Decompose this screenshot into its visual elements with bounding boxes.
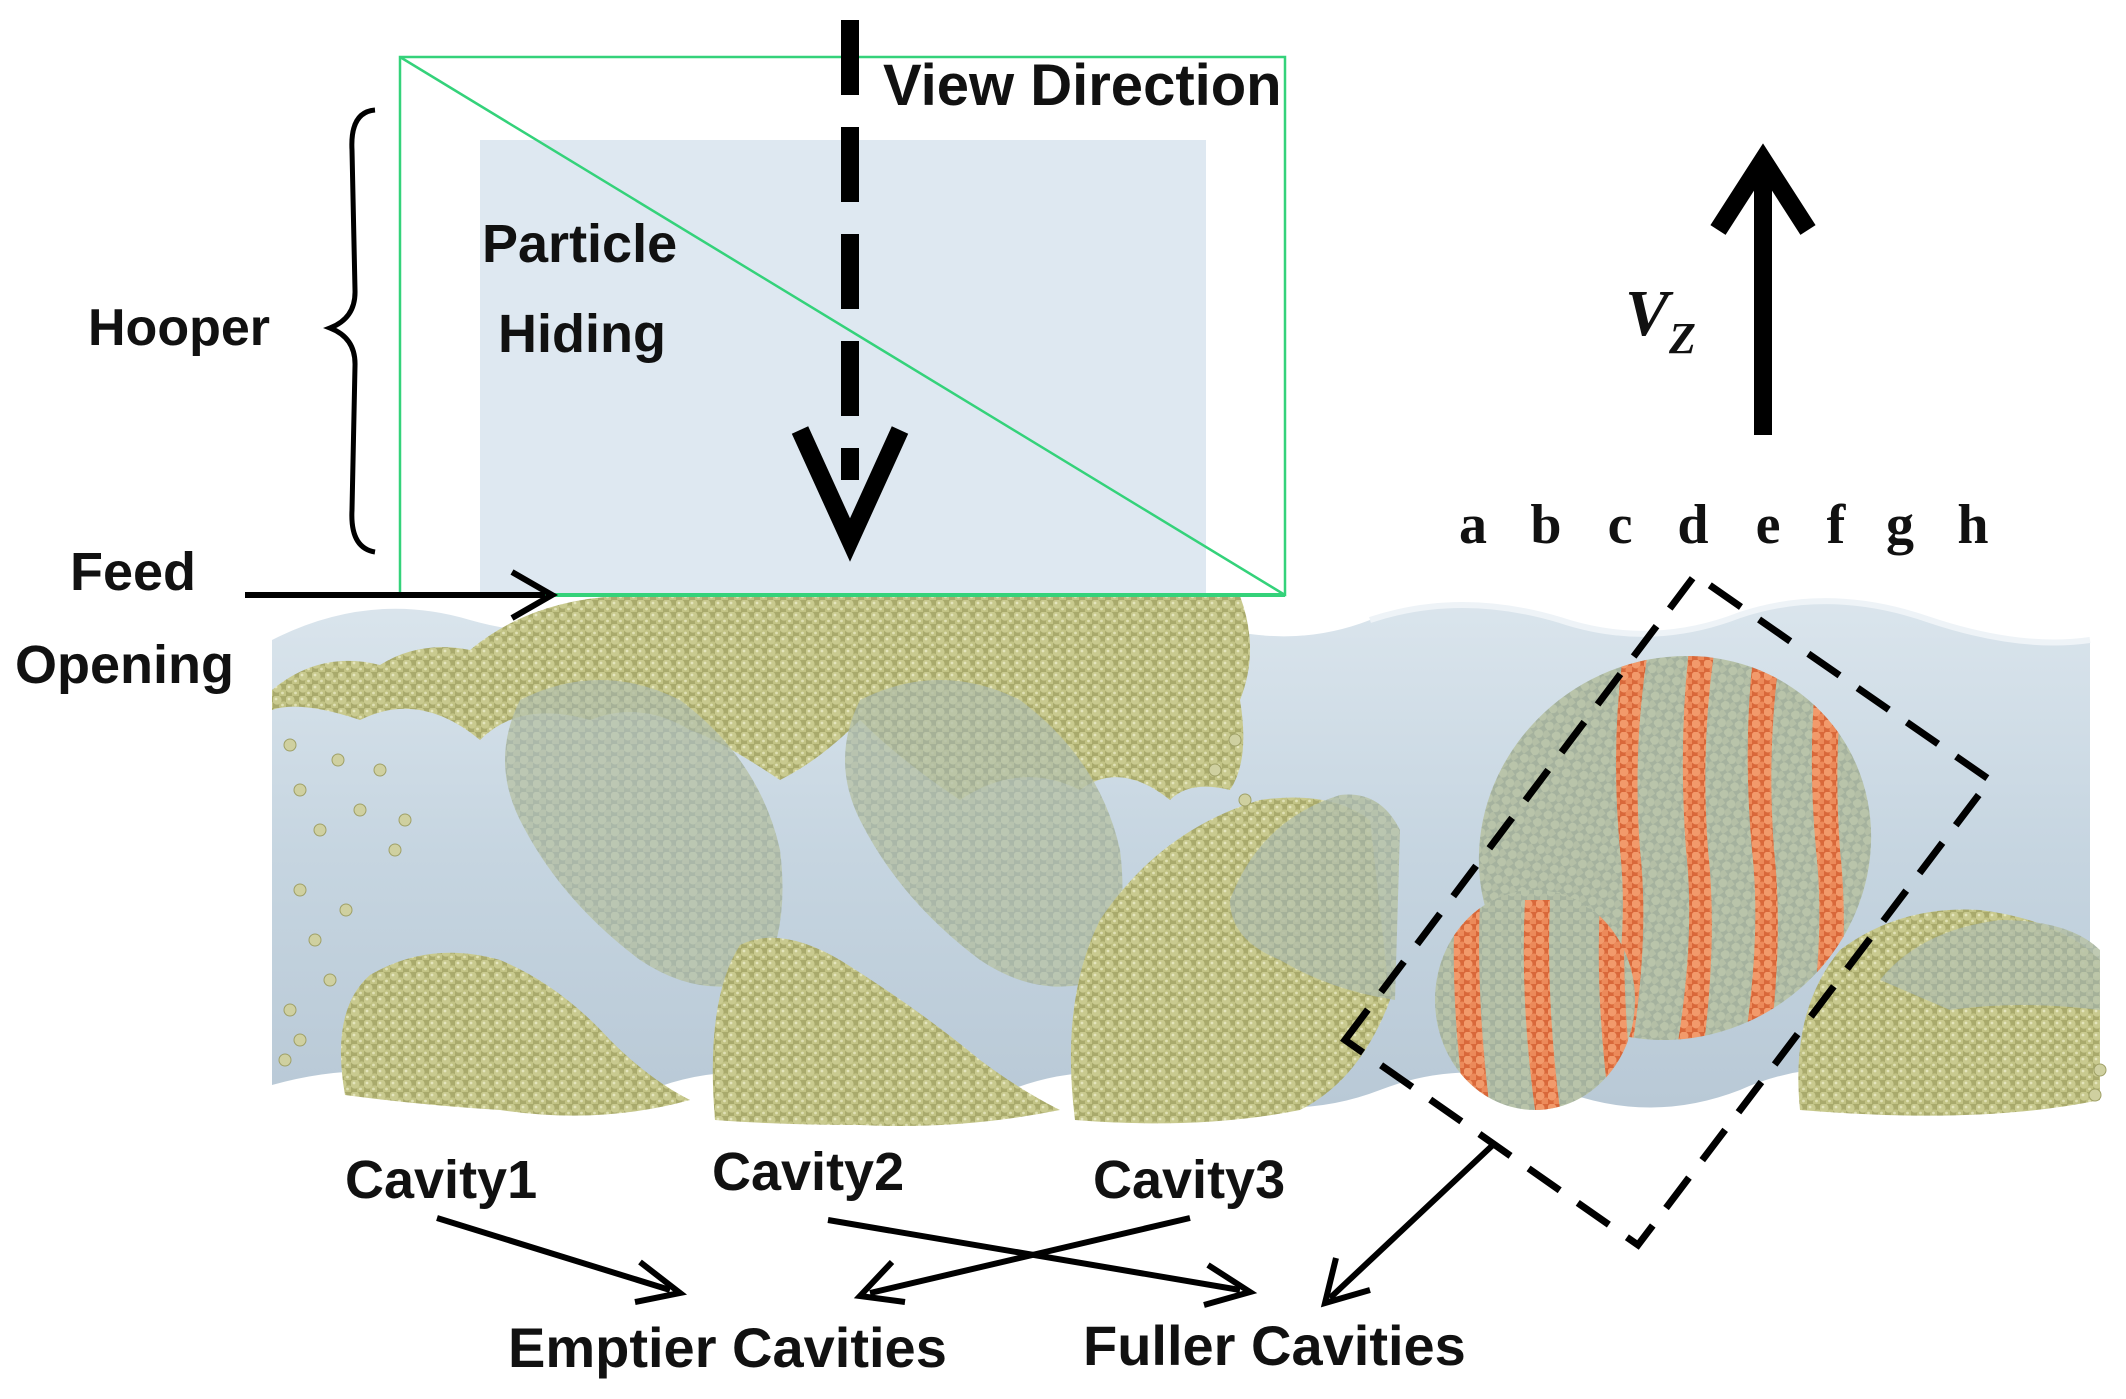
- particle-hiding-label-line2: Hiding: [498, 304, 666, 364]
- cavity1-bottom-particles: [340, 952, 690, 1116]
- slice-label-h: h: [1957, 494, 1988, 556]
- cavity2-rising-particles: [845, 680, 1123, 987]
- cavity1-rising-particles: [505, 680, 783, 987]
- right-edge-upper-particles: [1880, 920, 2100, 1010]
- cavity2-label: Cavity2: [712, 1142, 904, 1202]
- cavity-connector-arrows: [436, 1140, 1498, 1308]
- fuller-cavities-label: Fuller Cavities: [1083, 1314, 1466, 1377]
- cavity1-label: Cavity1: [345, 1150, 537, 1210]
- slice-label-a: a: [1459, 494, 1487, 556]
- loose-particles: [278, 733, 2107, 1102]
- cavity3-to-emptier-arrow: [869, 1215, 1191, 1296]
- velocity-label: VZ: [1625, 277, 1696, 363]
- vz-arrow: [1710, 143, 1816, 435]
- slice-label-b: b: [1530, 494, 1561, 556]
- velocity-subscript: Z: [1668, 314, 1696, 363]
- feed-opening-label-line1: Feed: [70, 542, 196, 602]
- tracer-stripes-lower: [1453, 900, 1635, 1110]
- hopper-brace: [323, 107, 376, 555]
- cavity3-upper-particles: [1230, 794, 1400, 1000]
- slice-label-g: g: [1886, 494, 1914, 556]
- cavity3-label: Cavity3: [1093, 1150, 1285, 1210]
- emptier-cavities-label: Emptier Cavities: [508, 1316, 947, 1379]
- particle-bed: [272, 596, 2107, 1126]
- fuller-cavity-lower: [1435, 890, 1635, 1110]
- view-direction-arrow: [791, 20, 909, 562]
- cavity2-bottom-particles: [712, 937, 1060, 1126]
- fuller-cavity-box: [1340, 570, 1995, 1250]
- hopper-label: Hooper: [88, 299, 270, 357]
- view-direction-label: View Direction: [883, 53, 1282, 118]
- slice-label-d: d: [1677, 494, 1708, 556]
- slice-label-f: f: [1827, 494, 1847, 556]
- slice-label-c: c: [1608, 494, 1633, 556]
- cavity1-to-emptier-arrow: [436, 1215, 671, 1293]
- feed-opening-arrow: [245, 569, 559, 621]
- barrel-top-ridge: [1369, 598, 2091, 646]
- slice-label-e: e: [1756, 494, 1781, 556]
- feed-opening-label-line2: Opening: [15, 635, 234, 695]
- particle-hiding-label-line1: Particle: [482, 214, 677, 274]
- slice-labels: a b c d e f g h: [1459, 494, 1989, 556]
- fuller-box-to-fuller-arrow: [1327, 1140, 1498, 1301]
- velocity-symbol: V: [1625, 277, 1674, 350]
